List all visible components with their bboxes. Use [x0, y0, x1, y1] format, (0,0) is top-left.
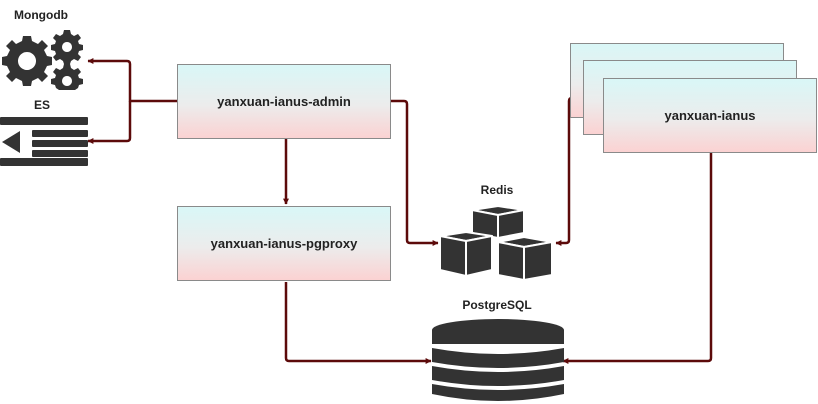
edge-admin-es [87, 101, 132, 144]
edge-admin-redis [391, 99, 439, 246]
node-pgproxy-label: yanxuan-ianus-pgproxy [210, 236, 358, 251]
node-pgproxy[interactable]: yanxuan-ianus-pgproxy [177, 206, 391, 281]
database-icon [432, 319, 564, 401]
edge-pgproxy-postgresql [284, 282, 432, 364]
es-label: ES [33, 98, 51, 112]
postgresql-label: PostgreSQL [462, 298, 532, 312]
node-admin-label: yanxuan-ianus-admin [217, 94, 351, 109]
cubes-icon [439, 206, 553, 281]
node-admin[interactable]: yanxuan-ianus-admin [177, 64, 391, 139]
node-ianus[interactable]: yanxuan-ianus [603, 78, 817, 153]
redis-label: Redis [480, 183, 514, 197]
edge-admin-mongodb [87, 58, 178, 103]
edge-ianus-redis [555, 96, 576, 246]
edge-ianus-postgresql [562, 153, 713, 364]
collapse-menu-icon [0, 117, 88, 166]
mongodb-label: Mongodb [14, 8, 68, 22]
gears-icon [2, 30, 83, 90]
node-ianus-label: yanxuan-ianus [664, 108, 756, 123]
